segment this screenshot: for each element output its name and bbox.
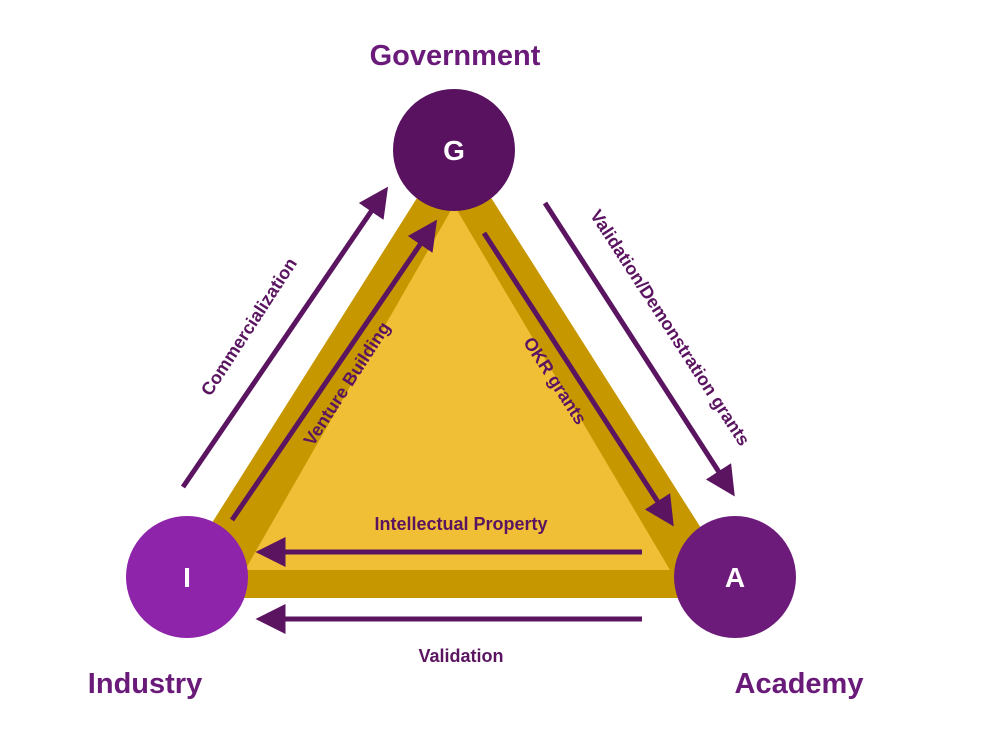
triangle-fill <box>245 205 670 570</box>
industry-node-letter: I <box>183 562 191 593</box>
arrow-venture-building <box>229 219 438 522</box>
arrow-okr-grants <box>481 231 674 527</box>
academy-node: A <box>674 516 796 638</box>
academy-node-letter: A <box>725 562 745 593</box>
arrow-validation-demo <box>542 201 735 497</box>
government-node: G <box>393 89 515 211</box>
academy-label: Academy <box>735 668 864 700</box>
industry-label: Industry <box>88 668 202 700</box>
government-node-letter: G <box>443 135 465 166</box>
industry-node: I <box>126 516 248 638</box>
label-intellectual-property: Intellectual Property <box>374 514 547 534</box>
government-label: Government <box>370 40 541 72</box>
label-validation: Validation <box>418 646 503 666</box>
label-commercialization: Commercialization <box>197 254 301 399</box>
arrow-commercialization <box>180 186 389 489</box>
